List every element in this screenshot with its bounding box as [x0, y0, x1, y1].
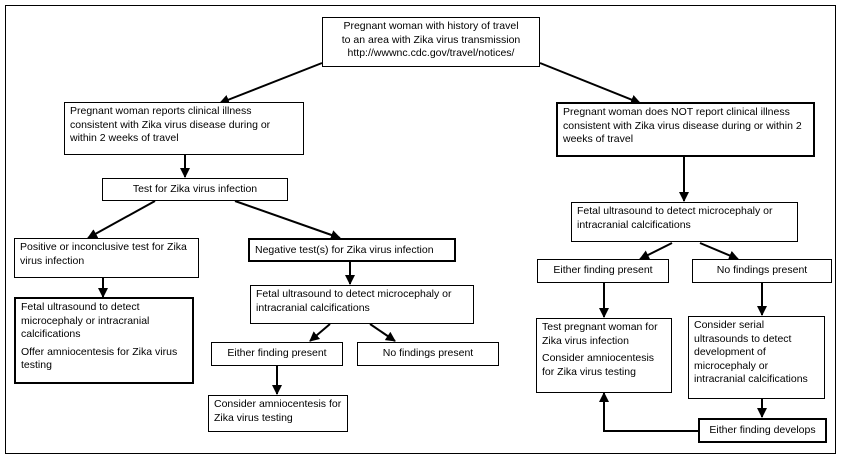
node-either-develops: Either finding develops	[698, 418, 827, 443]
node-negative-test-text: Negative test(s) for Zika virus infectio…	[255, 244, 434, 256]
node-negative-test: Negative test(s) for Zika virus infectio…	[248, 238, 456, 262]
node-positive-test-text: Positive or inconclusive test for Zika v…	[20, 241, 187, 267]
node-no-findings-right-text: No findings present	[716, 264, 808, 276]
node-either-finding-left-text: Either finding present	[227, 347, 327, 359]
diagram-frame	[5, 5, 836, 454]
node-test-pregnant: Test pregnant woman for Zika virus infec…	[536, 318, 672, 393]
node-fetal-us-positive-line-2: Offer amniocentesis for Zika virus testi…	[21, 345, 178, 372]
node-consider-serial: Consider serial ultrasounds to detect de…	[688, 316, 825, 399]
node-fetal-us-right: Fetal ultrasound to detect microcephaly …	[571, 202, 798, 242]
node-asymptomatic: Pregnant woman does NOT report clinical …	[556, 102, 815, 157]
node-no-findings-left: No findings present	[357, 342, 499, 366]
node-consider-amnio-left: Consider amniocentesis for Zika virus te…	[208, 395, 348, 432]
node-positive-test: Positive or inconclusive test for Zika v…	[14, 238, 199, 278]
node-symptomatic: Pregnant woman reports clinical illness …	[64, 102, 304, 155]
node-test-zika-text: Test for Zika virus infection	[132, 183, 258, 195]
arrow-develops-to-test-pregnant	[599, 392, 698, 432]
node-fetal-us-negative: Fetal ultrasound to detect microcephaly …	[250, 285, 474, 324]
node-either-finding-right: Either finding present	[537, 259, 669, 283]
node-no-findings-left-text: No findings present	[382, 347, 474, 359]
node-fetal-us-negative-text: Fetal ultrasound to detect microcephaly …	[256, 288, 452, 314]
node-either-develops-text: Either finding develops	[709, 424, 816, 436]
arrow-fetal-us-to-none-left	[369, 323, 396, 342]
arrow-test-to-negative	[234, 200, 341, 240]
arrow-root-to-symptomatic	[219, 62, 323, 105]
node-travel-history-line-1: Pregnant woman with history of travel	[343, 20, 519, 32]
node-test-zika: Test for Zika virus infection	[102, 178, 288, 201]
arrow-fetal-us-to-either-left	[309, 323, 331, 342]
node-travel-history: Pregnant woman with history of travel to…	[322, 17, 540, 67]
node-fetal-us-positive-line-1: Fetal ultrasound to detect microcephaly …	[21, 301, 150, 340]
node-no-findings-right: No findings present	[692, 259, 832, 283]
arrow-test-to-positive	[87, 200, 156, 239]
node-either-finding-right-text: Either finding present	[553, 264, 653, 276]
node-consider-serial-text: Consider serial ultrasounds to detect de…	[694, 319, 808, 385]
node-consider-amnio-left-text: Consider amniocentesis for Zika virus te…	[214, 398, 342, 424]
node-travel-history-line-2: to an area with Zika virus transmission	[341, 33, 521, 46]
arrow-root-to-asymptomatic	[539, 62, 641, 105]
node-test-pregnant-line-1: Test pregnant woman for Zika virus infec…	[542, 321, 658, 347]
node-test-pregnant-line-2: Consider amniocentesis for Zika virus te…	[542, 352, 655, 378]
node-travel-history-line-3: http://wwwnc.cdc.gov/travel/notices/	[347, 47, 515, 59]
arrow-fetal-us-to-none-right	[699, 242, 739, 261]
node-fetal-us-positive: Fetal ultrasound to detect microcephaly …	[14, 297, 194, 384]
node-symptomatic-text: Pregnant woman reports clinical illness …	[70, 105, 271, 144]
arrow-fetal-us-to-either-right	[639, 242, 673, 260]
node-asymptomatic-text: Pregnant woman does NOT report clinical …	[563, 106, 802, 145]
node-either-finding-left: Either finding present	[211, 342, 343, 366]
node-fetal-us-right-text: Fetal ultrasound to detect microcephaly …	[577, 205, 773, 231]
